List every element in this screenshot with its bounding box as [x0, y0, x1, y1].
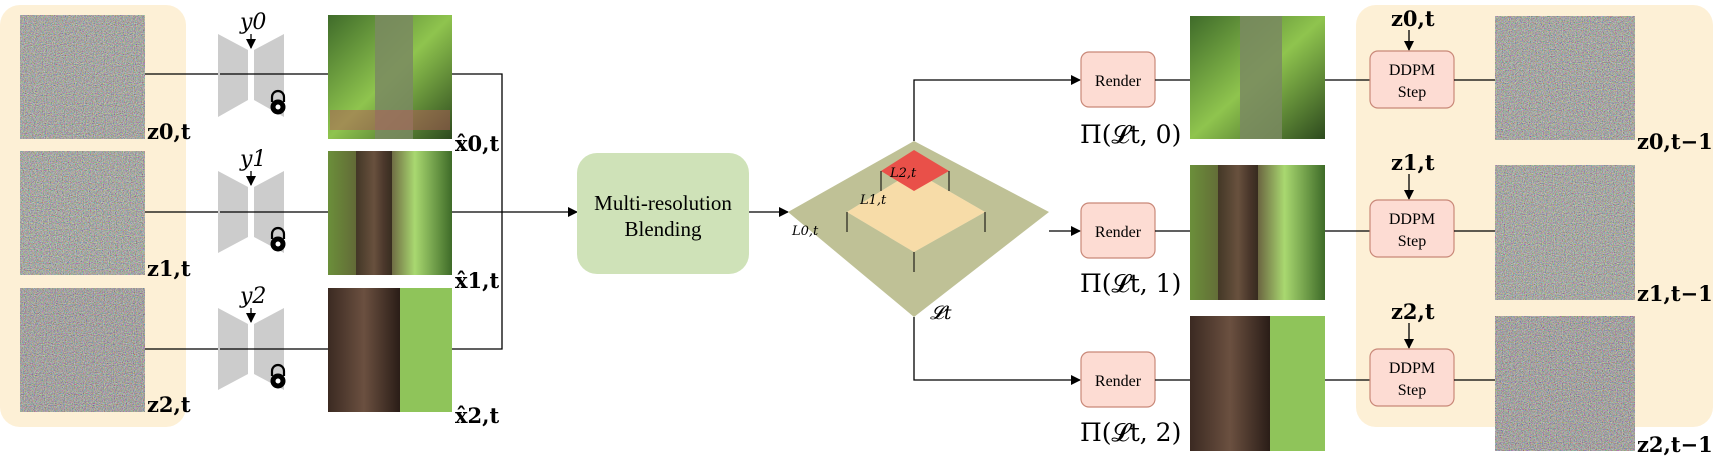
rendered-image-1	[1190, 165, 1325, 300]
lock-icon	[270, 363, 286, 389]
ddpm-input-label-1: z1,t	[1391, 150, 1435, 175]
noise-latent-label-2: z2,t	[147, 392, 191, 417]
render-label-0: Render	[1095, 73, 1142, 90]
ddpm-step-node-1	[1369, 199, 1455, 258]
prediction-label-2: x̂2,t	[455, 403, 499, 428]
render-label-1: Render	[1095, 224, 1142, 241]
prompt-label-2: y2	[239, 284, 266, 309]
pyramid-level-0-label: L0,t	[791, 224, 819, 239]
output-noise-image-1	[1495, 165, 1635, 300]
render-caption-2: Π(𝓛t, 2)	[1080, 418, 1181, 447]
prediction-image-2	[328, 288, 452, 412]
rendered-image-0	[1190, 16, 1325, 139]
laplacian-pyramid	[788, 141, 1049, 317]
noise-latent-label-0: z0,t	[147, 119, 191, 144]
ddpm-step-node-2	[1369, 348, 1455, 407]
output-noise-image-2	[1495, 316, 1635, 451]
prediction-image-0	[328, 15, 452, 139]
render-caption-0: Π(𝓛t, 0)	[1080, 120, 1181, 149]
noise-image-2	[20, 288, 145, 412]
ddpm-input-label-2: z2,t	[1391, 299, 1435, 324]
denoiser-1	[218, 171, 330, 253]
ddpm-step-line1-0: DDPM	[1389, 62, 1435, 79]
render-caption-1: Π(𝓛t, 1)	[1080, 269, 1181, 298]
prediction-image-1	[328, 151, 452, 275]
ddpm-step-line2-0: Step	[1398, 84, 1426, 101]
prompt-label-1: y1	[239, 147, 266, 172]
noise-image-1	[20, 151, 145, 275]
ddpm-step-line1-1: DDPM	[1389, 211, 1435, 228]
output-noise-image-0	[1495, 16, 1635, 140]
noise-image-0	[20, 15, 145, 139]
lock-icon	[270, 89, 286, 115]
ddpm-input-label-0: z0,t	[1391, 6, 1435, 31]
prediction-label-0: x̂0,t	[455, 131, 499, 156]
multi-resolution-blending-box	[577, 153, 749, 274]
prompt-label-0: y0	[239, 10, 266, 35]
ddpm-step-line2-1: Step	[1398, 233, 1426, 250]
blending-label-line1: Multi-resolution	[594, 191, 732, 215]
ddpm-step-line1-2: DDPM	[1389, 360, 1435, 377]
pyramid-level-2-label: L2,t	[889, 166, 917, 181]
render-label-2: Render	[1095, 373, 1142, 390]
denoiser-0	[218, 34, 330, 117]
blending-label-line2: Blending	[625, 217, 702, 241]
prediction-label-1: x̂1,t	[455, 268, 499, 293]
pyramid-level-1-label: L1,t	[859, 193, 887, 208]
output-label-2: z2,t−1	[1637, 432, 1713, 457]
lock-icon	[270, 226, 286, 252]
denoiser-2	[218, 308, 330, 390]
pyramid-caption: 𝓛t	[930, 302, 952, 324]
rendered-image-2	[1190, 316, 1325, 451]
output-label-1: z1,t−1	[1637, 281, 1713, 306]
output-label-0: z0,t−1	[1637, 129, 1713, 154]
ddpm-step-line2-2: Step	[1398, 382, 1426, 399]
noise-latent-label-1: z1,t	[147, 256, 191, 281]
